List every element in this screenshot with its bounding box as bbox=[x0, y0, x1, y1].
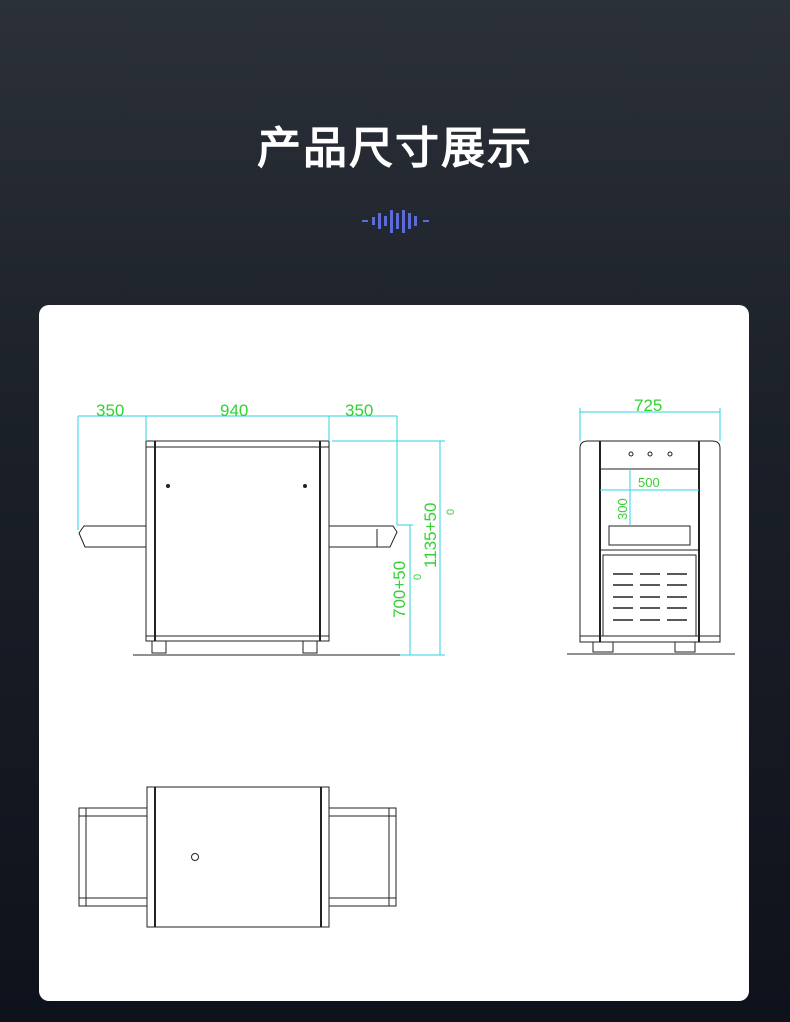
dimension-drawing-card: 350 940 350 1135+50 0 700+50 0 bbox=[39, 305, 749, 1001]
dim-total-height-tol: 0 bbox=[445, 509, 457, 515]
dim-body-width: 940 bbox=[220, 401, 248, 420]
dim-conveyor-height-tol: 0 bbox=[412, 574, 424, 580]
front-view-drawing bbox=[78, 440, 400, 656]
dim-conveyor-height: 700+50 bbox=[390, 561, 409, 618]
sound-wave-divider-icon bbox=[362, 210, 429, 233]
side-dimension-lines bbox=[579, 408, 721, 526]
page-title: 产品尺寸展示 bbox=[257, 123, 533, 174]
side-view-drawing bbox=[567, 440, 735, 655]
front-dimension-lines bbox=[77, 415, 445, 656]
technical-drawings: 350 940 350 1135+50 0 700+50 0 bbox=[77, 396, 735, 928]
dim-tunnel-height: 300 bbox=[615, 498, 630, 520]
dim-left-conveyor: 350 bbox=[96, 401, 124, 420]
dim-right-conveyor: 350 bbox=[345, 401, 373, 420]
dim-total-height: 1135+50 bbox=[421, 503, 440, 568]
top-view-drawing bbox=[78, 786, 397, 928]
dim-tunnel-width: 500 bbox=[638, 475, 660, 490]
dim-machine-depth: 725 bbox=[634, 396, 662, 415]
